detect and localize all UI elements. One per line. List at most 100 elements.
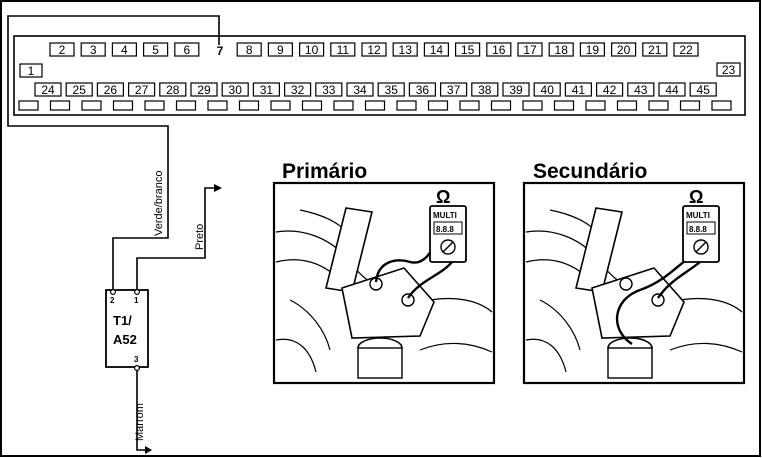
connector-pin: 14 [423,42,449,57]
connector-latch-slot [333,100,354,111]
connector-pin: 20 [610,42,637,57]
connector-pin: 13 [392,42,418,57]
connector-pin: 6 [174,42,200,57]
connector-latch-slot [616,100,638,111]
connector-pin: 21 [642,42,668,57]
connector-pin-box [80,42,106,57]
connector-pin-label: 29 [197,83,211,97]
component-label-line1: T1/ [113,313,132,328]
connector-pin: 45 [689,82,717,97]
terminal-2-icon [109,289,116,296]
terminal-1-icon [134,289,141,296]
pin-1-label: 1 [134,296,139,305]
connector-pin-label: 22 [679,43,693,57]
connector-latch-slot [18,100,39,111]
connector-pin-label: 23 [722,63,736,77]
connector-pin-label: 30 [229,83,243,97]
connector-pin: 28 [159,82,187,97]
connector-pin-label: 38 [478,83,492,97]
connector-pin-label: 40 [541,83,555,97]
pin-3-label: 3 [134,355,139,364]
connector-pin: 40 [533,82,561,97]
secondary-coil-body [591,267,685,339]
connector-pin-label: 10 [305,43,319,57]
connector-pin: 19 [579,42,606,57]
connector-pin-label: 14 [430,43,444,57]
connector-latch-slot [522,100,543,111]
secondary-ohm-icon: Ω [689,187,703,207]
connector-pin-box [579,42,606,57]
primary-measurement-illustration: MULTI 8.8.8 Ω [272,181,496,385]
connector-pin-box [533,82,561,97]
connector-pin-box [517,42,543,57]
connector-pin-box [143,42,169,57]
primary-title: Primário [282,160,367,183]
connector-pin-label: 8 [246,43,253,57]
wire-label-preto: Preto [194,224,206,250]
black-wire [136,187,215,292]
connector-latch-slot [648,100,669,111]
connector-pin-box [174,42,200,57]
connector-pin: 22 [673,42,699,57]
connector-pin-label: 39 [509,83,523,97]
connector-pin-label: 7 [217,44,224,58]
connector-pin-box [658,82,686,97]
connector-latch-slot [553,100,575,111]
connector-pin-label: 37 [447,83,461,97]
connector-pin-box [548,42,574,57]
arrow-right-icon [214,184,222,192]
connector-pin-box [159,82,187,97]
connector-pin-label: 42 [603,83,617,97]
connector-pin-label: 12 [367,43,381,57]
connector-pin: 18 [548,42,574,57]
connector-pin-box [440,82,468,97]
connector-pin-box [330,42,356,57]
connector-pin-box [673,42,699,57]
connector-latch-slot [81,100,102,111]
primary-meter-label: MULTI [433,211,457,220]
connector-pin-label: 33 [322,83,336,97]
connector-pin: 42 [595,82,624,97]
connector-pin-label: 28 [166,83,180,97]
connector-pin-box [267,42,293,57]
connector-pin: 16 [486,42,512,57]
connector-pin: 39 [502,82,530,97]
harness-wire [7,15,220,290]
primary-terminal-icon [401,293,415,307]
connector-pin-label: 34 [353,83,367,97]
primary-coil-body [341,267,435,339]
connector-pin: 3 [80,42,106,57]
connector-latch-slot [427,100,449,111]
primary-meter-display: 8.8.8 [436,225,454,234]
connector-pin: 32 [284,82,312,97]
connector-latch-slot [112,100,134,111]
connector-pin-label: 31 [260,83,274,97]
connector-pin: 12 [361,42,387,57]
connector-pin: 29 [190,82,218,97]
connector-latch-slot [175,100,197,111]
connector-pin: 26 [96,82,125,97]
connector-latch-slot [270,100,291,111]
secondary-title: Secundário [533,160,647,183]
connector-pin: 8 [236,42,262,57]
connector-pin-label: 21 [648,43,662,57]
connector-pin: 43 [627,82,655,97]
connector-pin: 10 [299,42,325,57]
connector-pin-box [49,42,75,57]
connector-pin: 33 [315,82,343,97]
connector-pin-box [252,82,280,97]
connector-pin-label: 32 [291,83,305,97]
connector-pin-label: 43 [634,83,648,97]
connector-pin-label: 27 [135,83,149,97]
connector-pin-box [377,82,405,97]
connector-pin-box [564,82,593,97]
connector-pin-box [111,42,138,57]
connector-pin-box [455,42,481,57]
secondary-meter-label: MULTI [686,211,710,220]
connector-pin-box [221,82,249,97]
connector-pin: 1 [19,63,43,78]
secondary-measurement-illustration: MULTI 8.8.8 Ω [522,181,746,385]
